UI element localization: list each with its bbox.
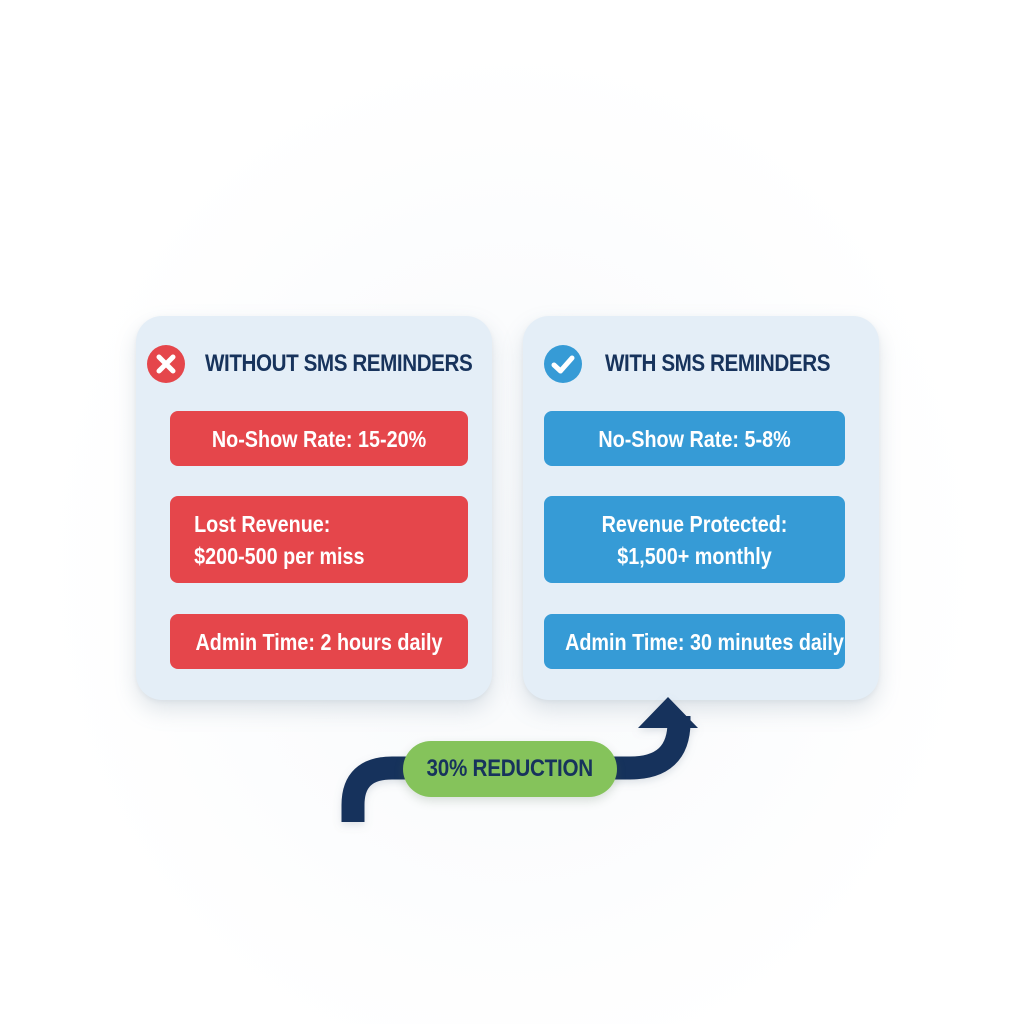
check-circle-icon [544,345,582,383]
metric-admin-time: Admin Time: 2 hours daily [170,614,468,669]
reduction-badge: 30% REDUCTION [403,741,617,797]
card-header: WITHOUT SMS REMINDERS [136,344,492,384]
metric-text: Admin Time: 30 minutes daily [565,628,844,655]
metric-text: Admin Time: 2 hours daily [195,628,443,655]
card-header: WITH SMS REMINDERS [523,344,879,384]
metric-revenue-protected: Revenue Protected: $1,500+ monthly [544,496,845,583]
metric-lost-revenue: Lost Revenue: $200-500 per miss [170,496,468,583]
metric-text: Lost Revenue: [194,510,331,537]
without-sms-card: WITHOUT SMS REMINDERS No-Show Rate: 15-2… [136,316,492,700]
metric-text: Revenue Protected: [601,510,788,537]
reduction-badge-label: 30% REDUCTION [426,755,594,782]
card-title: WITH SMS REMINDERS [605,350,831,377]
metric-admin-time: Admin Time: 30 minutes daily [544,614,845,669]
metric-text: No-Show Rate: 15-20% [211,425,427,452]
metric-text: $1,500+ monthly [617,542,772,569]
with-sms-card: WITH SMS REMINDERS No-Show Rate: 5-8% Re… [523,316,879,700]
metric-no-show-rate: No-Show Rate: 15-20% [170,411,468,466]
x-circle-icon [147,345,185,383]
metric-no-show-rate: No-Show Rate: 5-8% [544,411,845,466]
card-title: WITHOUT SMS REMINDERS [205,350,473,377]
metric-text: $200-500 per miss [194,542,365,569]
metric-text: No-Show Rate: 5-8% [598,425,791,452]
